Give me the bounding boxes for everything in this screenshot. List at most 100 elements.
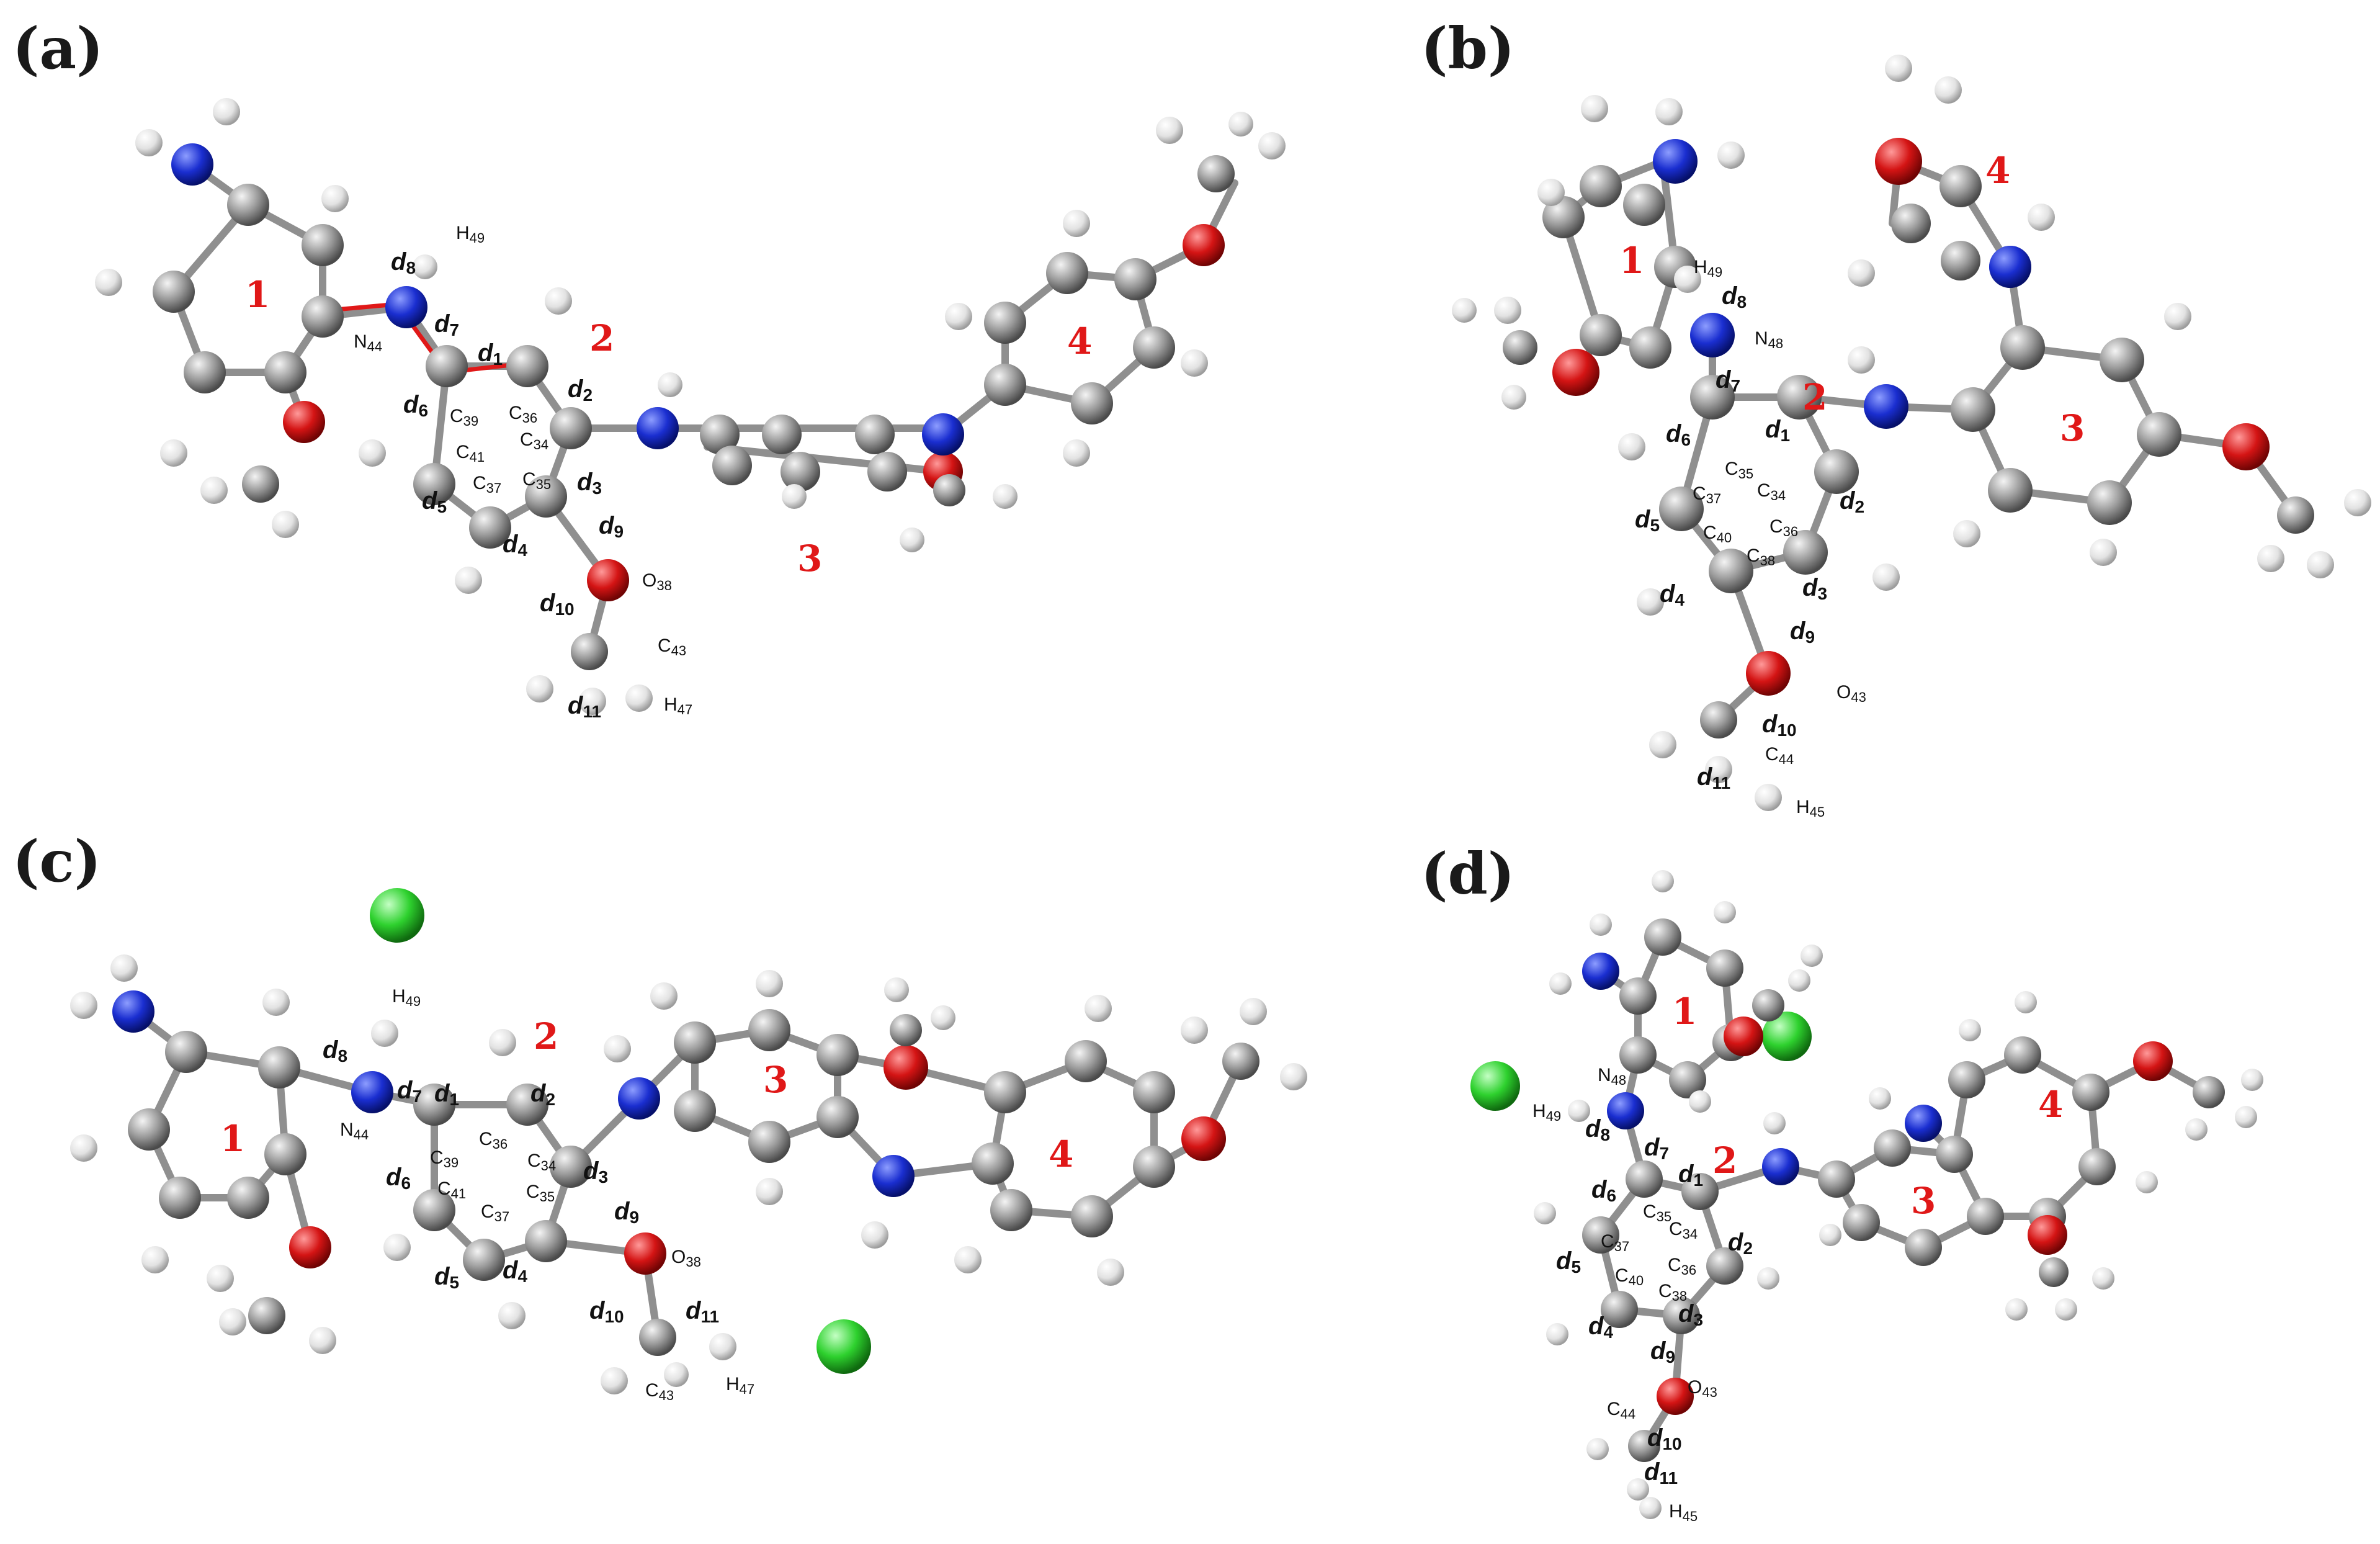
distance-label: d6: [1591, 1176, 1616, 1205]
hydrogen-atom: [200, 477, 228, 504]
hydrogen-atom: [413, 254, 437, 279]
hydrogen-atom: [135, 129, 163, 156]
oxygen-atom: [1552, 349, 1599, 396]
hydrogen-atom: [1655, 98, 1683, 125]
carbon-atom: [1843, 1204, 1880, 1241]
carbon-atom: [984, 302, 1026, 344]
hydrogen-atom: [782, 484, 807, 509]
carbon-atom: [2137, 412, 2181, 457]
atom-label: C35: [526, 1182, 555, 1205]
hydrogen-atom: [1717, 141, 1745, 169]
hydrogen-atom: [262, 989, 290, 1016]
distance-label: d4: [503, 531, 527, 560]
atom-label: H49: [456, 223, 485, 246]
carbon-atom: [165, 1031, 207, 1073]
distance-label: d7: [397, 1077, 422, 1106]
hydrogen-atom: [1452, 298, 1477, 323]
carbon-atom: [1629, 326, 1671, 369]
carbon-atom: [413, 1189, 455, 1231]
panel-c-letter: (c): [12, 828, 101, 895]
hydrogen-atom: [884, 977, 909, 1002]
hydrogen-atom: [160, 439, 187, 467]
ring-number-label: 3: [763, 1059, 788, 1101]
hydrogen-atom: [1763, 1112, 1786, 1134]
hydrogen-atom: [1546, 1323, 1568, 1345]
hydrogen-atom: [1156, 117, 1183, 144]
atom-label: C43: [658, 635, 686, 658]
hydrogen-atom: [371, 1020, 398, 1047]
hydrogen-atom: [931, 1005, 955, 1030]
carbon-atom: [984, 1071, 1026, 1113]
carbon-atom: [1874, 1129, 1911, 1167]
distance-label: d9: [1650, 1337, 1675, 1367]
carbon-atom: [1580, 314, 1622, 356]
carbon-atom: [2072, 1074, 2109, 1111]
distance-label: d5: [434, 1263, 459, 1292]
carbon-atom: [674, 1021, 716, 1064]
carbon-atom: [1071, 1195, 1113, 1237]
atom-label: O38: [671, 1247, 701, 1270]
carbon-atom: [1065, 1040, 1107, 1082]
atom-label: H49: [1532, 1101, 1561, 1124]
hydrogen-atom: [2136, 1171, 2158, 1193]
carbon-atom: [1988, 468, 2033, 513]
distance-label: d3: [577, 469, 602, 498]
carbon-atom: [781, 452, 820, 491]
carbon-atom: [2004, 1036, 2041, 1074]
ring-number-label: 2: [589, 317, 614, 359]
ring-number-label: 1: [220, 1118, 245, 1160]
hydrogen-atom: [489, 1029, 516, 1056]
hydrogen-atom: [1755, 784, 1782, 811]
hydrogen-atom: [455, 567, 482, 594]
hydrogen-atom: [664, 1362, 689, 1387]
nitrogen-atom: [1607, 1092, 1644, 1129]
distance-label: d11: [686, 1297, 719, 1326]
panel-a-highlight-path: [328, 302, 528, 375]
atom-label: O38: [642, 570, 672, 593]
hydrogen-atom: [1240, 998, 1267, 1025]
ring-number-label: 2: [1802, 376, 1827, 418]
hydrogen-atom: [1590, 913, 1612, 936]
hydrogen-atom: [1885, 55, 1912, 82]
carbon-atom: [2078, 1148, 2116, 1185]
carbon-atom: [1619, 1036, 1657, 1074]
distance-label: d7: [1716, 366, 1740, 395]
atom-label: C34: [1757, 480, 1786, 503]
hydrogen-atom: [1801, 945, 1823, 967]
nitrogen-atom: [1690, 313, 1735, 357]
panel-c: (c): [12, 828, 1307, 1394]
hydrogen-atom: [1627, 1478, 1649, 1501]
atom-label: H47: [726, 1374, 754, 1397]
hydrogen-atom: [70, 1134, 97, 1162]
nitrogen-atom: [922, 413, 964, 456]
carbon-atom: [153, 271, 195, 313]
distance-label: d6: [1666, 420, 1691, 449]
panel-a-atoms: [95, 98, 1286, 715]
oxygen-atom: [1183, 224, 1225, 266]
hydrogen-atom: [1705, 756, 1732, 783]
carbon-atom: [258, 1046, 300, 1088]
hydrogen-atom: [2185, 1118, 2208, 1141]
hydrogen-atom: [1959, 1019, 1981, 1041]
panel-d: (d): [1421, 840, 2263, 1519]
ring-number-label: 4: [1067, 320, 1092, 362]
panel-a-letter: (a): [12, 15, 104, 82]
carbon-atom: [184, 351, 226, 393]
panel-d-letter: (d): [1421, 840, 1514, 907]
carbon-atom: [1891, 204, 1931, 243]
carbon-atom: [1133, 1071, 1175, 1113]
carbon-atom: [1783, 530, 1828, 575]
hydrogen-atom: [2092, 1267, 2114, 1290]
distance-label: d8: [1722, 282, 1747, 312]
distance-label: d4: [1660, 580, 1684, 609]
distance-label: d10: [1762, 711, 1797, 740]
oxygen-atom: [1746, 651, 1791, 696]
hydrogen-atom: [709, 1333, 736, 1360]
hydrogen-atom: [2164, 303, 2191, 330]
nitrogen-atom: [872, 1155, 915, 1197]
carbon-atom: [890, 1014, 922, 1046]
distance-label: d8: [391, 248, 416, 277]
carbon-atom: [1623, 184, 1665, 226]
